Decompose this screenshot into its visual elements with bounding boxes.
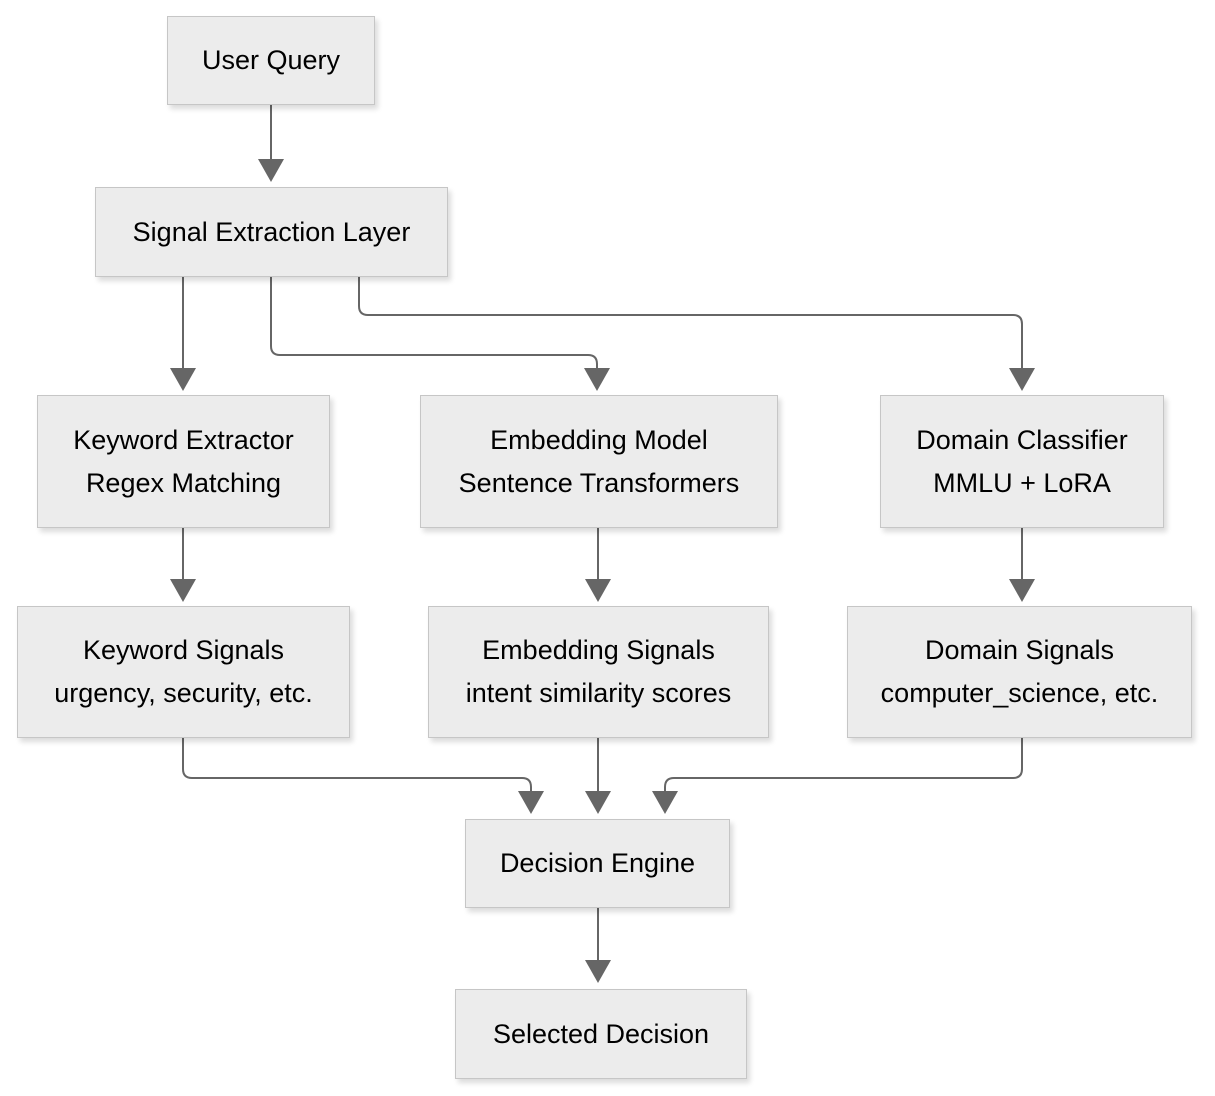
node-keyword-signals: Keyword Signals urgency, security, etc. xyxy=(17,606,350,738)
node-domain-classifier-label: Domain Classifier xyxy=(916,424,1128,455)
node-selected-decision-label: Selected Decision xyxy=(492,1018,710,1049)
edge-domain-classifier-to-domain-signals xyxy=(1009,528,1035,602)
node-user-query: User Query xyxy=(167,16,375,105)
node-keyword-extractor-label: Keyword Extractor xyxy=(73,424,294,455)
edge-domain-signals-to-decision-engine xyxy=(652,738,1023,814)
node-domain-signals-sublabel: computer_science, etc. xyxy=(880,678,1159,708)
edge-keyword-extractor-to-keyword-signals xyxy=(170,528,196,602)
node-signal-extraction-layer: Signal Extraction Layer xyxy=(95,187,448,277)
edge-embedding-model-to-embedding-signals xyxy=(585,528,611,602)
node-keyword-signals-label: Keyword Signals xyxy=(82,635,285,665)
node-embedding-signals-sublabel: intent similarity scores xyxy=(465,678,732,708)
node-domain-classifier: Domain Classifier MMLU + LoRA xyxy=(880,395,1164,528)
edge-signal-extraction-to-domain-classifier xyxy=(358,277,1035,391)
node-domain-classifier-sublabel: MMLU + LoRA xyxy=(933,467,1111,498)
node-keyword-signals-sublabel: urgency, security, etc. xyxy=(54,678,313,708)
node-embedding-model-label: Embedding Model xyxy=(490,424,708,455)
node-selected-decision: Selected Decision xyxy=(455,989,747,1079)
node-user-query-label: User Query xyxy=(201,45,341,75)
node-decision-engine: Decision Engine xyxy=(465,819,730,908)
node-embedding-signals: Embedding Signals intent similarity scor… xyxy=(428,606,769,738)
node-signal-extraction-layer-label: Signal Extraction Layer xyxy=(132,216,411,247)
edge-keyword-signals-to-decision-engine xyxy=(182,738,544,814)
edge-user-query-to-signal-extraction xyxy=(258,105,284,182)
edge-signal-extraction-to-embedding-model xyxy=(270,277,610,391)
node-domain-signals-label: Domain Signals xyxy=(924,635,1115,665)
edge-signal-extraction-to-keyword-extractor xyxy=(170,277,196,391)
node-decision-engine-label: Decision Engine xyxy=(499,848,696,878)
edge-decision-engine-to-selected-decision xyxy=(585,908,611,983)
node-embedding-model: Embedding Model Sentence Transformers xyxy=(420,395,778,528)
node-domain-signals: Domain Signals computer_science, etc. xyxy=(847,606,1192,738)
node-embedding-signals-label: Embedding Signals xyxy=(482,635,715,665)
node-embedding-model-sublabel: Sentence Transformers xyxy=(458,467,740,498)
node-keyword-extractor: Keyword Extractor Regex Matching xyxy=(37,395,330,528)
edge-embedding-signals-to-decision-engine xyxy=(585,738,611,814)
node-keyword-extractor-sublabel: Regex Matching xyxy=(85,467,282,498)
